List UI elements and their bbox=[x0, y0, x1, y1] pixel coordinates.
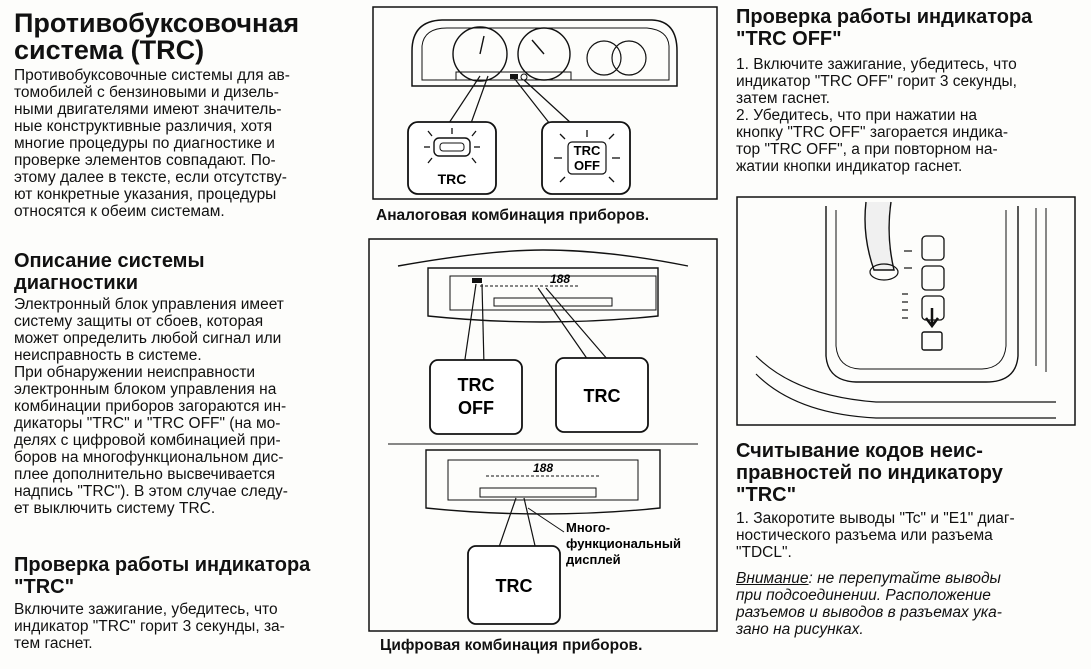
text-line: электронным блоком управления на bbox=[14, 381, 277, 398]
text-line: проверке элементов совпадают. По- bbox=[14, 152, 276, 169]
codes-paragraph: 1. Закоротите выводы "Tc" и "E1" диаг- н… bbox=[736, 510, 1076, 561]
text-line: зано на рисунках. bbox=[736, 621, 864, 638]
analog-trc-label: TRC bbox=[438, 171, 467, 187]
text-line: При обнаружении неисправности bbox=[14, 364, 256, 381]
text-line: при подсоединении. Расположение bbox=[736, 587, 991, 604]
text-line: ностического разъема или разъема bbox=[736, 527, 993, 544]
diag-paragraph: Электронный блок управления имеет систем… bbox=[14, 296, 359, 517]
text-line: многие процедуры по диагностике и bbox=[14, 135, 275, 152]
text-line: ными двигателями имеют значитель- bbox=[14, 101, 282, 118]
multifunction-label-1: Много- bbox=[566, 520, 610, 535]
trc-title-line2: система (TRC) bbox=[14, 35, 205, 65]
text-line: 1. Включите зажигание, убедитесь, что bbox=[736, 56, 1017, 73]
text-line: делях с цифровой комбинацией при- bbox=[14, 432, 281, 449]
text-line: Включите зажигание, убедитесь, что bbox=[14, 601, 278, 618]
diag-title-line1: Описание системы bbox=[14, 250, 205, 272]
multifunction-label-2: функциональный bbox=[566, 536, 681, 551]
digital-trc-off-label-2: OFF bbox=[458, 398, 494, 418]
warning-paragraph: Внимание: не перепутайте выводы при подс… bbox=[736, 570, 1076, 638]
text-line: ные конструктивные различия, хотя bbox=[14, 118, 273, 135]
text-line: плее дополнительно высвечивается bbox=[14, 466, 276, 483]
digital-caption: Цифровая комбинация приборов. bbox=[380, 637, 643, 654]
text-line: ет выключить систему TRC. bbox=[14, 500, 216, 517]
display-trc-label: TRC bbox=[496, 576, 533, 596]
text-line: Противобуксовочные системы для ав- bbox=[14, 67, 290, 84]
trc-off-paragraph: 1. Включите зажигание, убедитесь, что ин… bbox=[736, 56, 1076, 175]
analog-caption: Аналоговая комбинация приборов. bbox=[376, 207, 650, 224]
codes-title-line1: Считывание кодов неис- bbox=[736, 440, 983, 462]
trc-title-line1: Противобуксовочная bbox=[14, 8, 300, 38]
check-paragraph: Включите зажигание, убедитесь, что индик… bbox=[14, 601, 359, 652]
multifunction-display-digits: 188 bbox=[533, 461, 553, 475]
trc-lamp-icon bbox=[433, 137, 471, 157]
check-title-line1: Проверка работы индикатора bbox=[14, 554, 311, 576]
text-line: "TDCL". bbox=[736, 544, 792, 561]
text-line: Внимание: не перепутайте выводы bbox=[736, 570, 1076, 587]
trc-off-heading: Проверка работы индикатора "TRC OFF" bbox=[736, 6, 1032, 50]
multifunction-label-3: дисплей bbox=[566, 552, 621, 567]
trc-off-title-line1: Проверка работы индикатора bbox=[736, 6, 1033, 28]
digital-cluster-figure: 188 TRC OFF TRC 188 TRC Много- функциона… bbox=[368, 238, 718, 632]
warning-text: : не перепутайте выводы bbox=[808, 570, 1001, 587]
trc-off-switch bbox=[921, 331, 943, 351]
shift-lever-figure bbox=[736, 196, 1076, 426]
text-line: индикатор "TRC OFF" горит 3 секунды, bbox=[736, 73, 1017, 90]
text-line: ют конкретные указания, процедуры bbox=[14, 186, 277, 203]
digital-trc-off-label-1: TRC bbox=[458, 375, 495, 395]
codes-title-line2: правностей по индикатору bbox=[736, 462, 1003, 484]
text-line: томобилей с бензиновыми и дизель- bbox=[14, 84, 279, 101]
text-line: тор "TRC OFF", а при повторном на- bbox=[736, 141, 998, 158]
digital-display-digits: 188 bbox=[550, 272, 570, 286]
trc-off-title-line2: "TRC OFF" bbox=[736, 28, 842, 50]
warning-word: Внимание bbox=[736, 570, 809, 587]
diag-heading: Описание системы диагностики bbox=[14, 250, 205, 294]
trc-off-lamp bbox=[510, 74, 518, 79]
text-line: относятся к обеим системам. bbox=[14, 203, 225, 220]
codes-title-line3: "TRC" bbox=[736, 484, 797, 506]
trc-off-lamp-icon bbox=[567, 141, 607, 175]
text-line: дикаторы "TRC" и "TRC OFF" (на мо- bbox=[14, 415, 281, 432]
check-title-line2: "TRC" bbox=[14, 576, 75, 598]
text-line: затем гаснет. bbox=[736, 90, 830, 107]
intro-paragraph: Противобуксовочные системы для ав- томоб… bbox=[14, 67, 359, 220]
text-line: неисправность в системе. bbox=[14, 347, 202, 364]
codes-heading: Считывание кодов неис- правностей по инд… bbox=[736, 440, 1003, 506]
arrow-down-icon bbox=[925, 308, 939, 329]
text-line: тем гаснет. bbox=[14, 635, 93, 652]
text-line: индикатор "TRC" горит 3 секунды, за- bbox=[14, 618, 285, 635]
analog-trc-off-label-1: TRC bbox=[574, 143, 601, 158]
text-line: 1. Закоротите выводы "Tc" и "E1" диаг- bbox=[736, 510, 1015, 527]
text-line: может определить любой сигнал или bbox=[14, 330, 282, 347]
trc-title: Противобуксовочная система (TRC) bbox=[14, 10, 359, 64]
text-line: комбинации приборов загораются ин- bbox=[14, 398, 287, 415]
text-line: кнопку "TRC OFF" загорается индика- bbox=[736, 124, 1009, 141]
text-line: разъемов и выводов в разъемах ука- bbox=[736, 604, 1002, 621]
text-line: систему защиты от сбоев, которая bbox=[14, 313, 264, 330]
text-line: жатии кнопки индикатор гаснет. bbox=[736, 158, 963, 175]
text-line: этому далее в тексте, если отсутству- bbox=[14, 169, 287, 186]
text-line: 2. Убедитесь, что при нажатии на bbox=[736, 107, 978, 124]
text-line: боров на многофункциональном дис- bbox=[14, 449, 284, 466]
digital-trc-label: TRC bbox=[584, 386, 621, 406]
diag-title-line2: диагностики bbox=[14, 272, 138, 294]
analog-trc-off-label-2: OFF bbox=[574, 158, 600, 173]
check-heading: Проверка работы индикатора "TRC" bbox=[14, 554, 310, 598]
text-line: Электронный блок управления имеет bbox=[14, 296, 284, 313]
text-line: надпись "TRC"). В этом случае следу- bbox=[14, 483, 288, 500]
analog-cluster-figure: TRC TRC OFF bbox=[372, 6, 718, 200]
